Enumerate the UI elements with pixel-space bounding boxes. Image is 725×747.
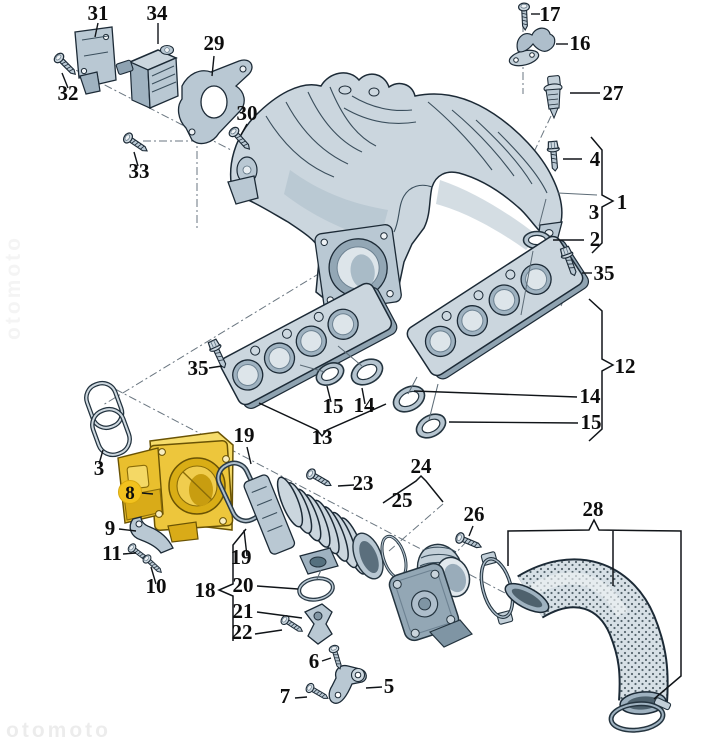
label-19-bottom: 19 bbox=[231, 545, 252, 569]
label-9: 9 bbox=[105, 516, 116, 540]
leader-lines bbox=[61, 13, 600, 699]
part-seal-ring-14a bbox=[350, 358, 384, 386]
part-bracket-plate-31 bbox=[74, 26, 117, 95]
part-bracket-9 bbox=[129, 516, 174, 554]
part-gasket-3 bbox=[84, 380, 132, 458]
label-4: 4 bbox=[590, 147, 601, 171]
part-sensor-21 bbox=[304, 603, 333, 645]
label-2: 2 bbox=[590, 227, 601, 251]
part-seal-ring-15a bbox=[315, 362, 345, 386]
label-3-right: 3 bbox=[589, 200, 600, 224]
part-retaining-clip-16 bbox=[508, 27, 556, 67]
label-5: 5 bbox=[384, 674, 395, 698]
part-intake-pipe-18 bbox=[243, 474, 384, 580]
bracket-group-18 bbox=[217, 528, 247, 641]
part-hose-clamp bbox=[608, 697, 672, 733]
label-28: 28 bbox=[583, 497, 604, 521]
part-manifold-flange-13 bbox=[219, 282, 398, 410]
label-29: 29 bbox=[204, 31, 225, 55]
label-25: 25 bbox=[392, 488, 413, 512]
part-seal-ring-14b bbox=[392, 385, 426, 413]
part-intake-manifold-upper bbox=[227, 72, 563, 312]
part-manifold-flange-12 bbox=[406, 235, 590, 380]
label-8: 8 bbox=[125, 483, 135, 504]
part-seal-ring-15b bbox=[415, 413, 447, 439]
manifold-throttle-port bbox=[314, 224, 402, 312]
badge-circle bbox=[118, 480, 142, 504]
highlight-badge-8: 8 bbox=[118, 480, 142, 504]
label-10: 10 bbox=[146, 574, 167, 598]
label-3-left: 3 bbox=[94, 456, 105, 480]
label-23: 23 bbox=[353, 471, 374, 495]
label-27: 27 bbox=[603, 81, 624, 105]
label-33: 33 bbox=[129, 159, 150, 183]
label-12: 12 bbox=[615, 354, 636, 378]
part-bracket-29 bbox=[177, 59, 253, 145]
part-throttle-body-24 bbox=[388, 543, 473, 648]
part-bracket-5 bbox=[328, 664, 367, 704]
label-21: 21 bbox=[233, 599, 254, 623]
label-30: 30 bbox=[237, 101, 258, 125]
label-17: 17 bbox=[540, 2, 561, 26]
label-15-a: 15 bbox=[323, 394, 344, 418]
label-14-right: 14 bbox=[580, 384, 602, 408]
bracket-group-28 bbox=[507, 518, 682, 700]
label-22: 22 bbox=[232, 620, 253, 644]
bracket-group-1 bbox=[590, 136, 615, 254]
part-connector-lines bbox=[299, 192, 598, 580]
label-26: 26 bbox=[464, 502, 485, 526]
part-o-ring-20 bbox=[297, 576, 335, 602]
group-brackets bbox=[217, 136, 682, 700]
part-air-hose-28 bbox=[504, 558, 669, 715]
bracket-group-13 bbox=[258, 402, 387, 438]
label-16: 16 bbox=[570, 31, 591, 55]
part-number-labels: 31 34 29 32 33 30 17 16 27 4 3 1 2 35 12… bbox=[58, 1, 636, 708]
label-24: 24 bbox=[411, 454, 433, 478]
label-19-top: 19 bbox=[234, 423, 255, 447]
bracket-group-12 bbox=[588, 298, 615, 442]
label-15-right: 15 bbox=[581, 410, 602, 434]
label-11: 11 bbox=[102, 541, 122, 565]
label-7: 7 bbox=[280, 684, 291, 708]
watermark-text-vertical: otomoto bbox=[2, 235, 25, 340]
label-35-left: 35 bbox=[188, 356, 209, 380]
label-13: 13 bbox=[312, 425, 333, 449]
part-plug-valve-27 bbox=[543, 75, 563, 120]
part-control-module-34 bbox=[115, 44, 179, 109]
label-20: 20 bbox=[233, 573, 254, 597]
label-35-right: 35 bbox=[594, 261, 615, 285]
label-34: 34 bbox=[147, 1, 169, 25]
label-1: 1 bbox=[617, 190, 628, 214]
bracket-group-24 bbox=[382, 474, 444, 504]
part-throttle-flap-8-highlighted bbox=[117, 431, 234, 543]
watermark-text: otomoto bbox=[6, 719, 111, 742]
label-6: 6 bbox=[309, 649, 320, 673]
label-18: 18 bbox=[195, 578, 216, 602]
label-32: 32 bbox=[58, 81, 79, 105]
label-31: 31 bbox=[88, 1, 109, 25]
part-hose-flange-clip bbox=[479, 551, 515, 625]
label-14-a: 14 bbox=[354, 393, 376, 417]
